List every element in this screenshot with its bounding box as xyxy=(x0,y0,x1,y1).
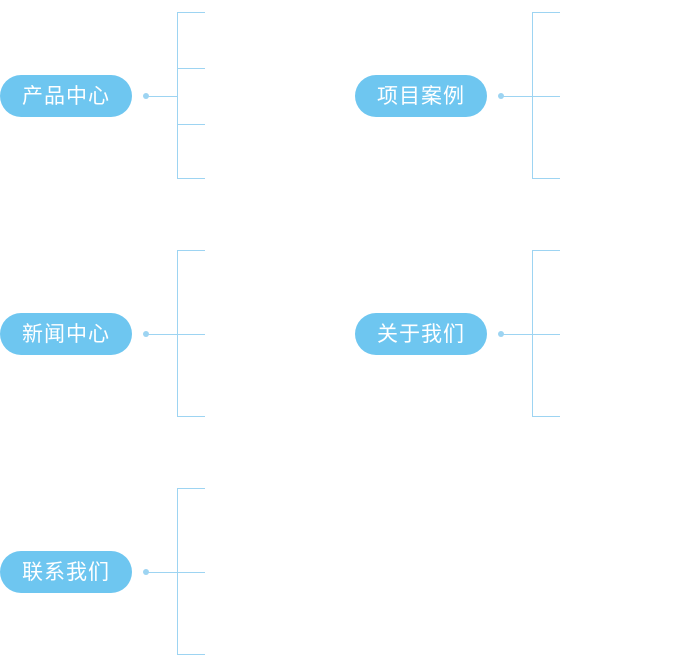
branch-line xyxy=(177,178,205,179)
branch-line xyxy=(532,12,560,13)
branch-line xyxy=(177,12,205,13)
bracket-vertical xyxy=(177,488,178,655)
branch-line xyxy=(177,68,205,69)
connector-stem xyxy=(146,334,177,335)
branch-line xyxy=(532,96,560,97)
branch-line xyxy=(177,124,205,125)
bracket-vertical xyxy=(532,250,533,417)
connector-stem xyxy=(146,96,177,97)
branch-line xyxy=(177,250,205,251)
branch-line xyxy=(532,250,560,251)
connector-stem xyxy=(146,572,177,573)
bracket-vertical xyxy=(177,12,178,179)
branch-line xyxy=(532,178,560,179)
branch-line xyxy=(177,488,205,489)
connector-stem xyxy=(501,96,532,97)
bracket-vertical xyxy=(532,12,533,179)
node-products[interactable]: 产品中心 xyxy=(0,75,132,117)
connector-stem xyxy=(501,334,532,335)
node-news[interactable]: 新闻中心 xyxy=(0,313,132,355)
branch-line xyxy=(532,416,560,417)
branch-line xyxy=(177,654,205,655)
branch-line xyxy=(177,572,205,573)
node-cases[interactable]: 项目案例 xyxy=(355,75,487,117)
bracket-vertical xyxy=(177,250,178,417)
branch-line xyxy=(177,416,205,417)
branch-line xyxy=(532,334,560,335)
branch-line xyxy=(177,334,205,335)
branch-line xyxy=(177,96,178,97)
node-about[interactable]: 关于我们 xyxy=(355,313,487,355)
node-contact[interactable]: 联系我们 xyxy=(0,551,132,593)
